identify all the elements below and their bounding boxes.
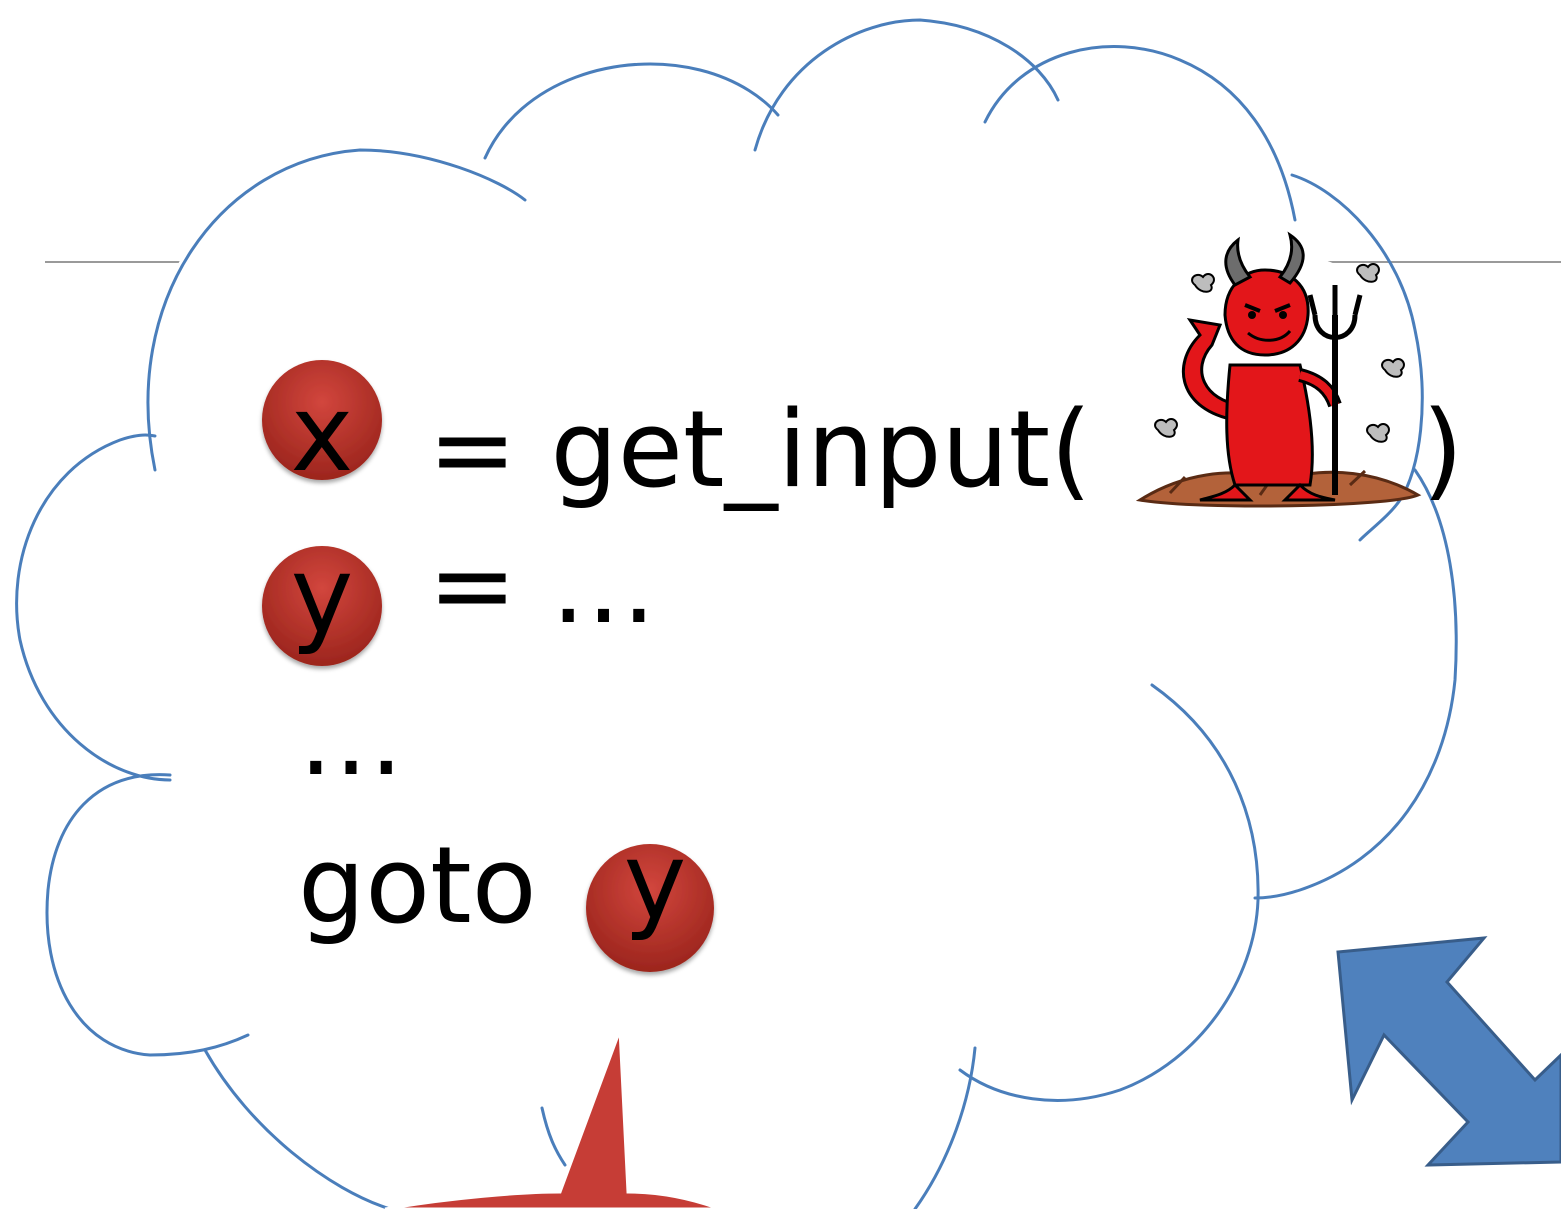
callout-pointer xyxy=(384,1029,721,1209)
cloud-lobe-left-bottom xyxy=(45,773,250,1057)
cloud-lobe-bottom-small xyxy=(540,1106,567,1167)
cloud-lobe-right-1 xyxy=(1290,173,1424,542)
cloud-lobe-top-left xyxy=(146,148,527,472)
cloud-lobe-bottom-right xyxy=(958,683,1260,1102)
cloud-lobe-bottom-left xyxy=(203,1048,392,1209)
cloud-lobe-left-mid xyxy=(15,433,172,782)
variable-badge-y-label: y xyxy=(291,534,354,657)
code-line-3: … xyxy=(298,676,404,799)
cloud-lobe-top-3 xyxy=(983,45,1297,222)
variable-badge-x xyxy=(262,360,382,480)
thought-cloud xyxy=(14,18,1458,1209)
variable-badge-goto-y-label: y xyxy=(624,820,687,943)
cloud-lobe-right-2 xyxy=(1253,468,1458,900)
cloud-lobe-top-1 xyxy=(483,62,780,160)
variable-badge-y xyxy=(262,546,382,666)
code-line-1: = get_input( xyxy=(428,388,1092,511)
cloud-lobe-top-2 xyxy=(753,18,1060,152)
variable-badge-x-label: x xyxy=(291,372,354,495)
cloud-lobe-bottom-mid xyxy=(913,1046,977,1209)
double-arrow-icon xyxy=(1336,936,1561,1167)
variable-badge-goto-y xyxy=(586,844,714,972)
code-line-2: = … xyxy=(428,524,657,647)
devil-icon xyxy=(1135,231,1422,508)
code-line-4-goto: goto xyxy=(298,824,537,947)
code-line-1-close-paren: ) xyxy=(1422,388,1463,511)
